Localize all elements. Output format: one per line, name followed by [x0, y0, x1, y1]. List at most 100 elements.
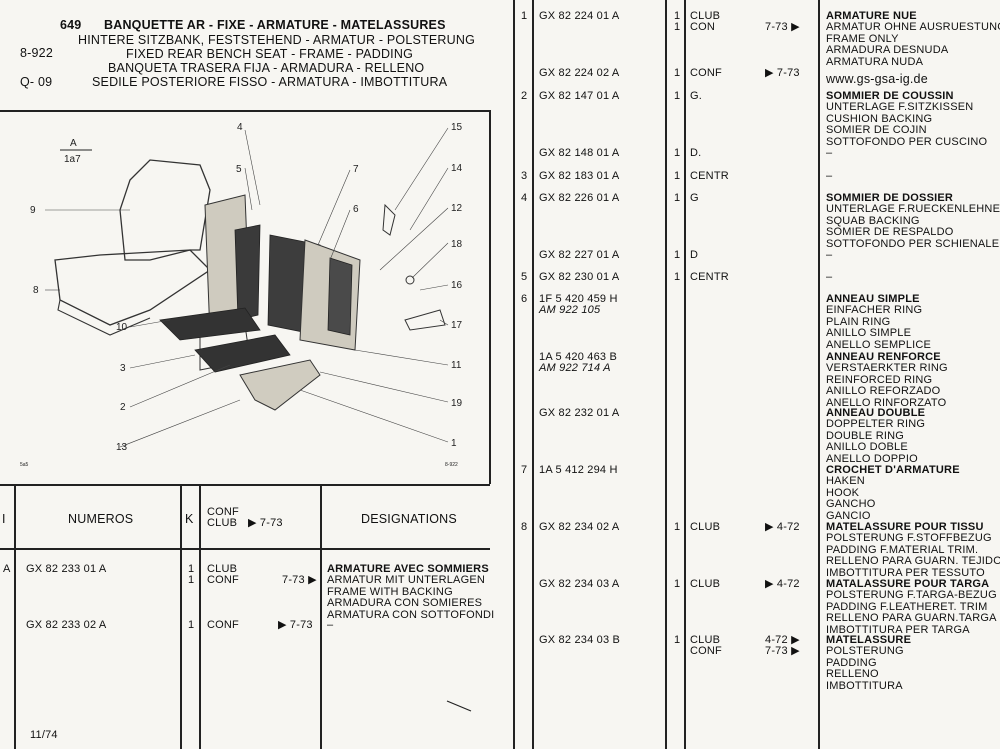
- designation-title: MATELASSURE: [826, 634, 912, 646]
- reference-code: 8-922: [20, 46, 53, 60]
- designation-line: DOUBLE RING: [826, 429, 904, 442]
- quantity: 1: [674, 10, 681, 22]
- designation-line: GANCHO: [826, 498, 876, 511]
- quantity: 1: [674, 271, 681, 283]
- designation-line: IMBOTTITURA PER TESSUTO: [826, 566, 985, 579]
- designation-line: HAKEN: [826, 475, 865, 488]
- designation-line: ANELLO SEMPLICE: [826, 338, 932, 351]
- reference-code-secondary: Q- 09: [20, 75, 53, 89]
- frame-base: [239, 359, 321, 411]
- col-header-conf-club: CONF CLUB: [207, 506, 239, 530]
- callout-5: 5: [236, 164, 242, 175]
- view-letter: A: [70, 138, 77, 149]
- title-german: HINTERE SITZBANK, FESTSTEHEND - ARMATUR …: [78, 33, 476, 47]
- date-range: ▶ 7-73: [278, 619, 313, 631]
- table-top-border: [0, 484, 490, 486]
- quantity: 1: [188, 574, 195, 586]
- designation-line: ARMATURA NUDA: [826, 55, 924, 68]
- cushion-backing-left: [159, 307, 261, 341]
- callout-2: 2: [120, 402, 126, 413]
- designation-line: ARMADURA DESNUDA: [826, 44, 949, 57]
- designation-line: SOMIER DE RESPALDO: [826, 226, 954, 239]
- col-header-date: ▶ 7-73: [248, 517, 283, 529]
- part-number: 1F 5 420 459 H: [539, 293, 618, 305]
- part-number: GX 82 232 01 A: [539, 407, 620, 419]
- designation-line: UNTERLAGE F.RUECKENLEHNE: [826, 203, 1000, 216]
- quantity: 1: [674, 192, 681, 204]
- callout-1: 1: [451, 438, 457, 449]
- designation-title: CROCHET D'ARMATURE: [826, 464, 960, 476]
- designation-line: REINFORCED RING: [826, 373, 933, 386]
- quantity: 1: [674, 634, 681, 646]
- quantity: 1: [674, 578, 681, 590]
- quantity: 1: [674, 249, 681, 261]
- quantity: 1: [674, 21, 681, 34]
- designation-line: VERSTAERKTER RING: [826, 362, 948, 375]
- part-number: GX 82 227 01 A: [539, 249, 620, 261]
- row-index: 4: [521, 192, 528, 204]
- part-number: 1A 5 412 294 H: [539, 464, 618, 476]
- designation-title: ANNEAU RENFORCE: [826, 351, 941, 363]
- config: D: [690, 249, 699, 261]
- designation-line: HOOK: [826, 486, 860, 499]
- designation-line: SQUAB BACKING: [826, 214, 920, 227]
- designation-line: PADDING F.LEATHERET. TRIM: [826, 600, 988, 613]
- exploded-view-diagram: A 1a7 4 5 7: [20, 122, 463, 468]
- designation-title: SOMMIER DE DOSSIER: [826, 192, 954, 204]
- ring-part: [405, 275, 415, 285]
- col-header-index: I: [2, 512, 6, 526]
- date-range: ▶ 4-72: [765, 578, 800, 590]
- designation-line: POLSTERUNG F.TARGA-BEZUG: [826, 589, 997, 602]
- title-italian: SEDILE POSTERIORE FISSO - ARMATURA - IMB…: [92, 75, 448, 89]
- part-number: GX 82 234 02 A: [539, 521, 620, 533]
- quantity: 1: [674, 67, 681, 79]
- diagram-top-border: [0, 110, 490, 112]
- title-french: BANQUETTE AR - FIXE - ARMATURE - MATELAS…: [104, 18, 446, 32]
- quantity: 1: [188, 619, 195, 631]
- designation-title: MATELASSURE POUR TISSU: [826, 521, 984, 533]
- diagram-right-border: [489, 110, 491, 484]
- callout-13: 13: [116, 442, 128, 453]
- row-index: 8: [521, 521, 528, 533]
- callout-11: 11: [451, 360, 462, 371]
- part-number: GX 82 233 02 A: [26, 619, 107, 631]
- callout-9: 9: [30, 205, 36, 216]
- designation-line: POLSTERUNG: [826, 645, 904, 658]
- date-range: 7-73 ▶: [765, 21, 800, 34]
- designation-line: PADDING F.MATERIAL TRIM.: [826, 543, 979, 556]
- designation-line: –: [826, 147, 833, 159]
- designation-title: MATALASSURE POUR TARGA: [826, 578, 990, 590]
- callout-4: 4: [237, 122, 243, 133]
- col-header-numeros: NUMEROS: [68, 512, 134, 526]
- designation-line: RELLENO PARA GUARN.TARGA: [826, 612, 997, 625]
- hook-part: [382, 203, 396, 236]
- website-watermark: www.gs-gsa-ig.de: [826, 72, 928, 86]
- designation-line: ANILLO DOBLE: [826, 441, 908, 454]
- config: CLUB: [690, 634, 721, 646]
- callout-15: 15: [451, 122, 463, 133]
- title-english: FIXED REAR BENCH SEAT - FRAME - PADDING: [126, 47, 413, 61]
- config: CONF: [690, 67, 722, 79]
- callout-6: 6: [353, 204, 359, 215]
- view-ref: 1a7: [64, 154, 81, 165]
- part-number: GX 82 147 01 A: [539, 90, 620, 102]
- config: CLUB: [690, 10, 721, 22]
- designation-line: –: [826, 271, 833, 283]
- config: CENTR: [690, 170, 729, 182]
- designation-title: ANNEAU SIMPLE: [826, 293, 920, 305]
- designation-line: PLAIN RING: [826, 315, 891, 328]
- designation-line: FRAME ONLY: [826, 32, 899, 45]
- designation: ARMATURE AVEC SOMMIERS ARMATUR MIT UNTER…: [327, 563, 495, 621]
- designation-title: SOMMIER DE COUSSIN: [826, 90, 954, 102]
- seat-cushion-shape: [54, 249, 212, 326]
- designation-line: RELLENO: [826, 668, 879, 681]
- am-reference: AM 922 105: [539, 304, 601, 317]
- quantity: 1: [674, 521, 681, 533]
- designation-title: ANNEAU DOUBLE: [826, 407, 926, 419]
- config: CONF: [207, 574, 239, 586]
- config: CON: [690, 21, 716, 34]
- part-number: GX 82 234 03 A: [539, 578, 620, 590]
- date-range: ▶ 4-72: [765, 521, 800, 533]
- row-index: 2: [521, 90, 528, 102]
- part-number: GX 82 224 02 A: [539, 67, 620, 79]
